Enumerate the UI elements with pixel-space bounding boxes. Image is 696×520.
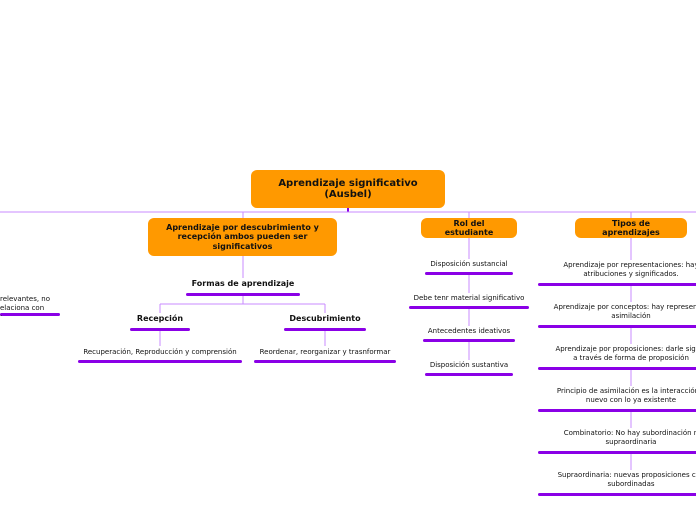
node-label: Debe tenr material significativo — [413, 294, 525, 302]
node-underline — [538, 450, 696, 454]
partial-left-line: relevantes, no — [0, 295, 51, 303]
node-label-line: Aprendizaje por proposiciones: darle sig… — [555, 345, 696, 353]
tipo-item-node[interactable]: Aprendizaje por representaciones: hay at… — [538, 261, 696, 286]
tipo-item-node[interactable]: Aprendizaje por proposiciones: darle sig… — [538, 345, 696, 370]
node-label: Disposición sustancial — [430, 260, 508, 268]
node-underline — [425, 373, 513, 377]
root-node-label: Aprendizaje significativo (Ausbel) — [278, 177, 418, 201]
node-underline — [284, 327, 366, 331]
node-label: Formas de aprendizaje — [191, 279, 295, 288]
tipo-item-node[interactable]: Supraordinaria: nuevas proposiciones con… — [538, 471, 696, 496]
partial-left-node[interactable]: relevantes, no elaciona con . — [0, 295, 60, 318]
node-label-line: atribuciones y significados. — [583, 270, 679, 279]
node-label-line: Supraordinaria: nuevas proposiciones con — [557, 471, 696, 479]
node-label-line: nuevo con lo ya existente — [585, 396, 677, 405]
descubrimiento-node[interactable]: Descubrimiento — [275, 314, 375, 331]
node-underline — [186, 292, 300, 296]
partial-left-line: . — [0, 309, 3, 318]
root-node[interactable]: Aprendizaje significativo (Ausbel) — [251, 170, 445, 208]
rol-item-node[interactable]: Debe tenr material significativo — [406, 294, 532, 310]
rol-item-node[interactable]: Antecedentes ideativos — [419, 327, 519, 343]
tipo-item-node[interactable]: Combinatorio: No hay subordinación n sup… — [538, 429, 696, 454]
category-node-rol-estudiante[interactable]: Rol del estudiante — [421, 218, 517, 238]
recepcion-node[interactable]: Recepción — [120, 314, 200, 331]
node-underline — [409, 306, 529, 310]
node-label-line: Principio de asimilación es la interacci… — [556, 387, 696, 395]
node-label-line: a través de forma de proposición — [573, 354, 689, 363]
node-label-line: Combinatorio: No hay subordinación n — [563, 429, 696, 437]
rol-item-node[interactable]: Disposición sustantiva — [419, 361, 519, 377]
node-underline — [78, 360, 242, 364]
recepcion-detail-node[interactable]: Recuperación, Reproducción y comprensión — [74, 348, 246, 364]
node-label: Recuperación, Reproducción y comprensión — [83, 348, 237, 356]
node-label-line: Aprendizaje por representaciones: hay — [563, 261, 696, 269]
tipo-item-node[interactable]: Aprendizaje por conceptos: hay represent… — [538, 303, 696, 328]
rol-item-node[interactable]: Disposición sustancial — [419, 260, 519, 276]
tipo-item-node[interactable]: Principio de asimilación es la interacci… — [538, 387, 696, 412]
node-label-line: Aprendizaje por conceptos: hay represent… — [553, 303, 696, 311]
node-underline — [254, 360, 396, 364]
node-label-line: subordinadas — [607, 480, 655, 489]
node-label: Descubrimiento — [289, 314, 361, 323]
category-label: Rol del estudiante — [444, 218, 494, 237]
node-label: Reordenar, reorganizar y trasnformar — [259, 348, 391, 356]
node-underline — [538, 282, 696, 286]
node-underline — [425, 272, 513, 276]
category-label: Tipos de aprendizajes — [602, 218, 660, 237]
node-underline — [538, 408, 696, 412]
node-label-line: asimilación — [611, 312, 651, 321]
node-label: Recepción — [136, 314, 184, 323]
node-underline — [538, 492, 696, 496]
category-node-tipos-aprendizajes[interactable]: Tipos de aprendizajes — [575, 218, 687, 238]
node-underline — [423, 339, 515, 343]
category-node-aprendizaje-descubrimiento[interactable]: Aprendizaje por descubrimiento y recepci… — [148, 218, 337, 256]
node-label: Antecedentes ideativos — [427, 327, 511, 335]
node-underline — [538, 324, 696, 328]
node-underline — [0, 313, 60, 317]
node-label-line: supraordinaria — [605, 438, 657, 447]
descubrimiento-detail-node[interactable]: Reordenar, reorganizar y trasnformar — [250, 348, 400, 364]
formas-aprendizaje-node[interactable]: Formas de aprendizaje — [178, 279, 308, 296]
category-label: Aprendizaje por descubrimiento y recepci… — [166, 223, 319, 251]
partial-left-line: elaciona con — [0, 304, 45, 313]
node-underline — [130, 327, 190, 331]
node-label: Disposición sustantiva — [429, 361, 509, 369]
node-underline — [538, 366, 696, 370]
